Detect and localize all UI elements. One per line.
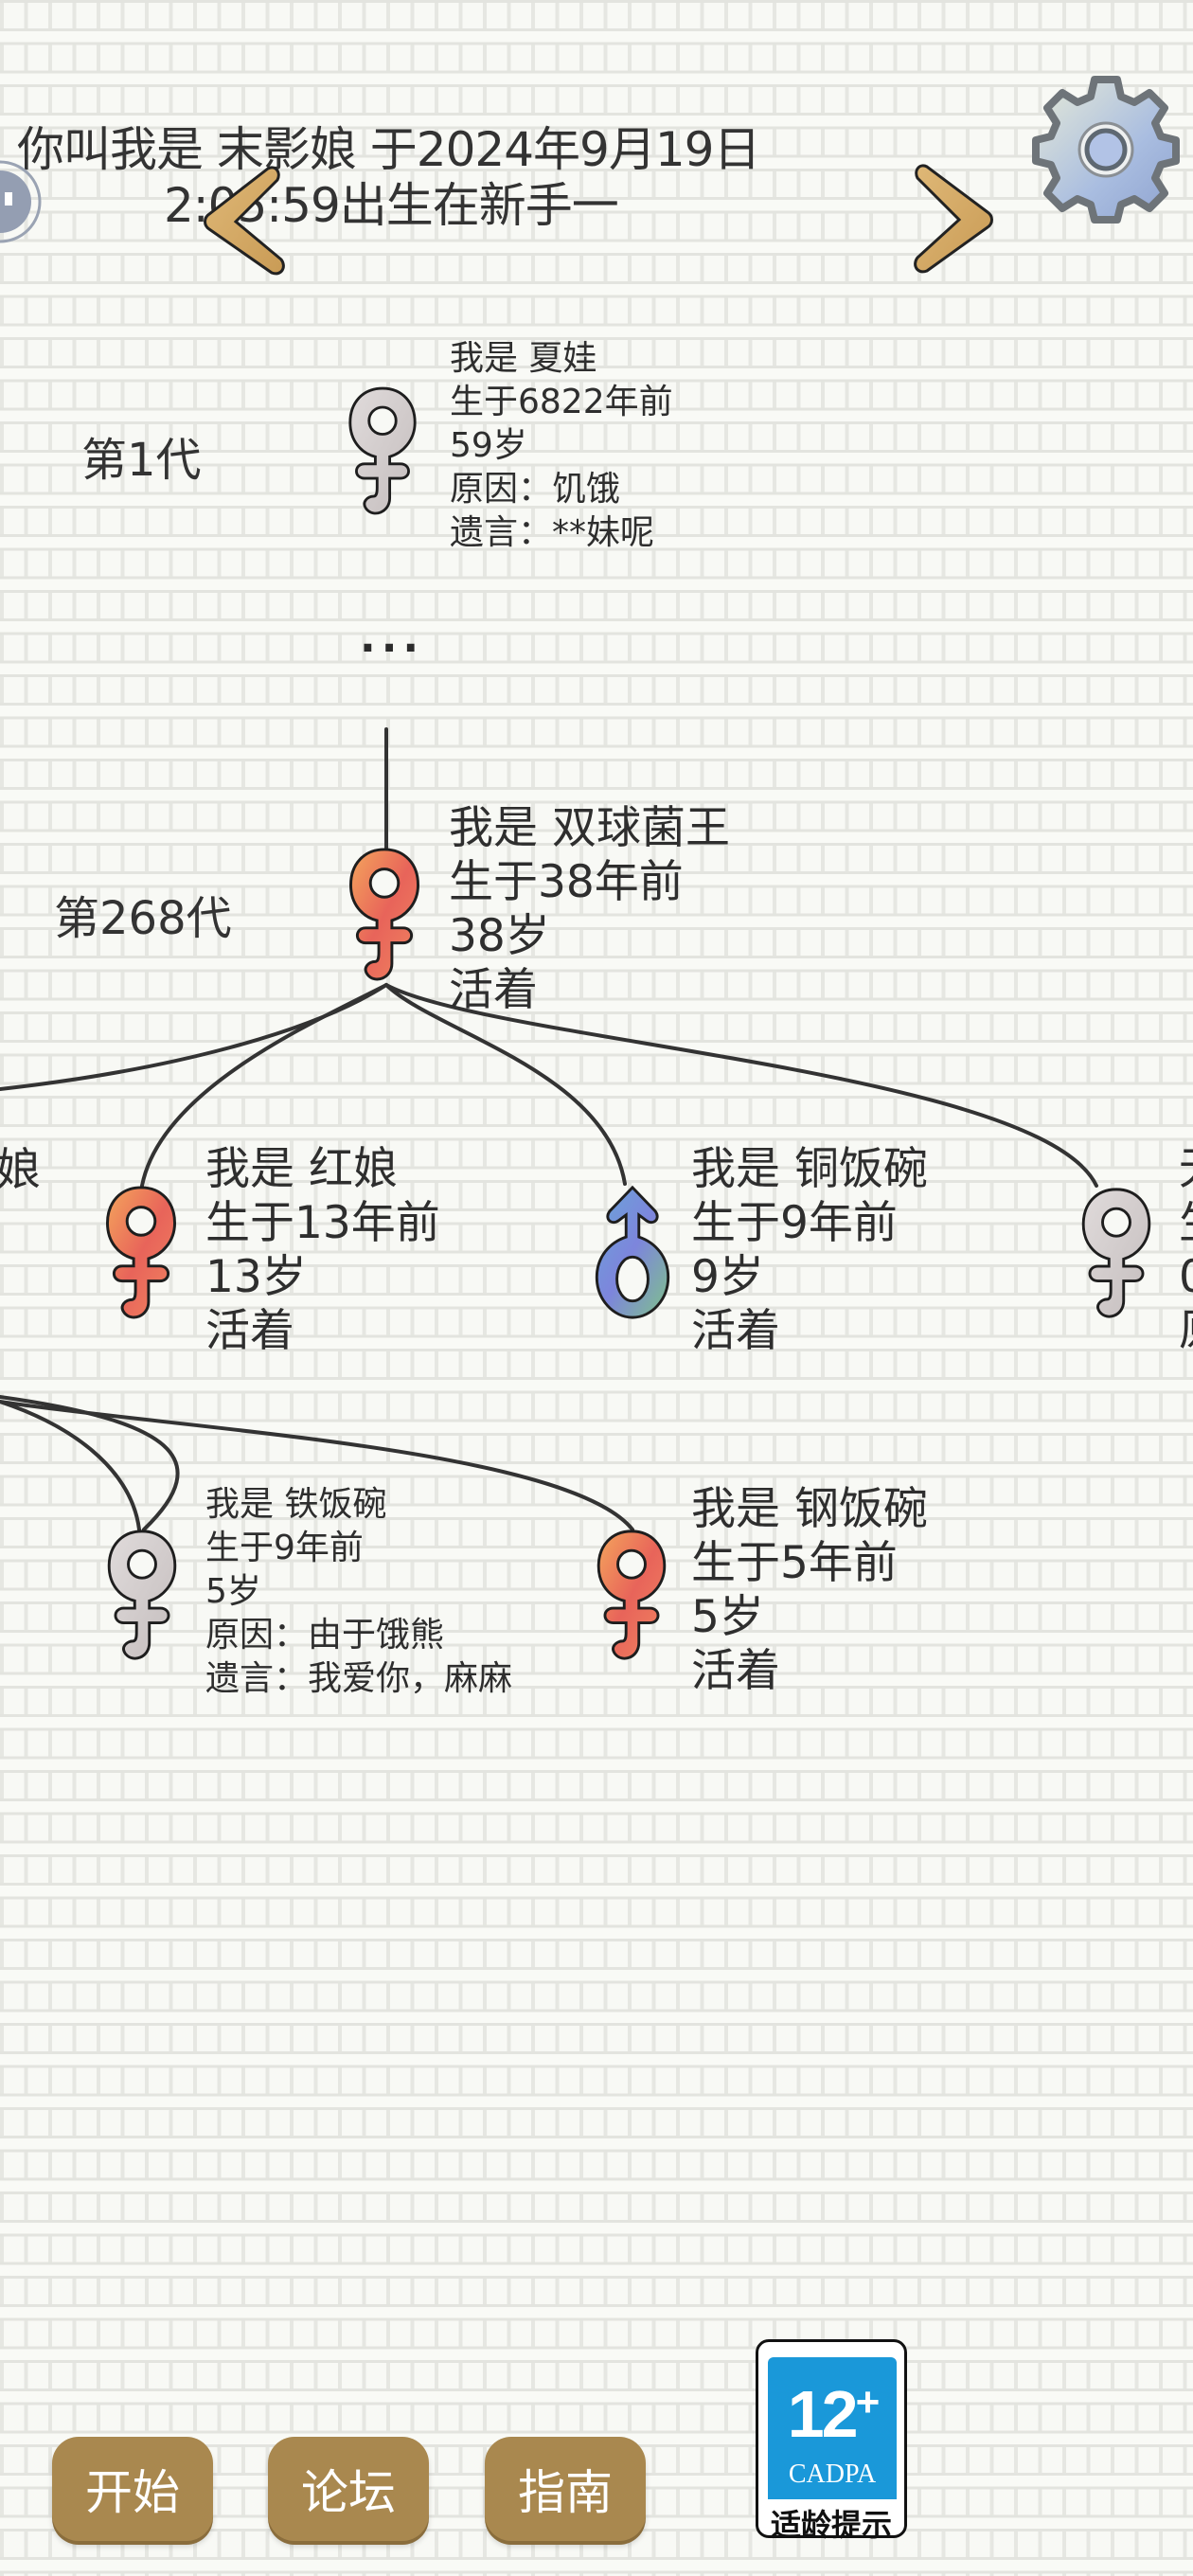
info-cause: 原因：由于饿熊 (205, 1616, 445, 1655)
info-status: 活着 (691, 1305, 780, 1357)
parent-node[interactable] (347, 846, 422, 990)
generations-ellipsis: ... (360, 614, 425, 662)
info-age: 9岁 (691, 1251, 764, 1303)
info-last-words: 遗言：**妹呢 (450, 513, 655, 552)
settings-button[interactable] (1030, 74, 1182, 225)
child-node[interactable] (590, 1184, 675, 1325)
info-name: 我是 钢饭碗 (691, 1483, 928, 1535)
info-birth: 生于5年前 (691, 1537, 898, 1589)
info-birth: 生于6822年前 (450, 383, 673, 421)
gear-icon (1032, 76, 1180, 224)
info-birth: 生于9年前 (691, 1197, 898, 1249)
age-plus: + (855, 2379, 881, 2425)
pause-button[interactable] (0, 159, 44, 244)
info-age: 5岁 (205, 1572, 261, 1611)
info-birth: 生 (1179, 1196, 1193, 1250)
info-cause: 原因：饥饿 (450, 470, 621, 509)
ancestor-info: 我是 夏娃 生于6822年前 59岁 原因：饥饿 遗言：**妹呢 (450, 337, 673, 555)
grandchild-node[interactable] (593, 1528, 670, 1669)
pause-icon (0, 160, 42, 243)
female-symbol-icon (105, 1186, 177, 1319)
child-node[interactable] (1076, 1186, 1157, 1327)
chevron-right-icon (914, 164, 993, 274)
info-birth: 生于38年前 (449, 856, 684, 908)
generation-label: 第1代 (81, 434, 202, 487)
female-symbol-icon (107, 1530, 177, 1660)
grandchild-info: 我是 钢饭碗 生于5年前 5岁 活着 (691, 1482, 928, 1698)
info-status: 活着 (449, 964, 538, 1016)
info-age: 5岁 (691, 1591, 764, 1643)
info-status: 活着 (205, 1305, 294, 1357)
child-info: 我是 红娘 生于13年前 13岁 活着 (205, 1142, 440, 1358)
previous-button[interactable] (194, 161, 294, 279)
forum-button[interactable]: 论坛 (268, 2437, 429, 2541)
ancestor-node[interactable] (347, 384, 418, 525)
start-button[interactable]: 开始 (52, 2437, 213, 2541)
female-symbol-icon (1081, 1188, 1151, 1318)
info-name: 我是 铁饭碗 (205, 1485, 387, 1524)
child-info: 我是 铜饭碗 生于9年前 9岁 活着 (691, 1142, 928, 1358)
info-age: 13岁 (205, 1251, 307, 1303)
child-partial-name: 娘 (0, 1144, 41, 1196)
grandchild-node[interactable] (104, 1528, 180, 1669)
info-birth: 生于13年前 (205, 1197, 440, 1249)
age-number: 12 (787, 2377, 859, 2451)
age-rating-caption: 适龄提示 (770, 2507, 892, 2543)
info-age: 38岁 (449, 910, 550, 962)
age-rating-value: 12+ (768, 2376, 897, 2452)
child-info-partial: 无 生 0 原 (1179, 1142, 1193, 1358)
info-name: 我是 红娘 (205, 1143, 398, 1195)
rating-org: CADPA (788, 2460, 877, 2489)
info-last-words: 遗言：我爱你，麻麻 (205, 1659, 513, 1698)
info-name: 无 (1179, 1142, 1193, 1196)
grandchild-info: 我是 铁饭碗 生于9年前 5岁 原因：由于饿熊 遗言：我爱你，麻麻 (205, 1483, 512, 1701)
info-age: 0 (1179, 1251, 1193, 1303)
male-symbol-icon (595, 1186, 670, 1319)
child-node[interactable] (102, 1184, 180, 1328)
female-symbol-icon (348, 386, 417, 515)
generation-label: 第268代 (54, 892, 232, 945)
info-cause: 原 (1179, 1304, 1193, 1358)
next-button[interactable] (904, 159, 1004, 277)
info-name: 我是 夏娃 (450, 339, 597, 378)
age-rating-badge[interactable]: 12+ CADPA 适龄提示 (756, 2339, 907, 2543)
age-rating-panel: 12+ CADPA (768, 2357, 897, 2499)
chevron-left-icon (204, 166, 285, 276)
info-name: 我是 铜饭碗 (691, 1143, 928, 1195)
parent-info: 我是 双球菌王 生于38年前 38岁 活着 (449, 801, 730, 1017)
info-status: 活着 (691, 1645, 780, 1697)
female-symbol-icon (348, 848, 420, 981)
info-age: 59岁 (450, 426, 527, 465)
info-name: 我是 双球菌王 (449, 802, 730, 854)
birth-info-line1: 你叫我是 末影娘 于2024年9月19日 (17, 122, 760, 177)
guide-button[interactable]: 指南 (485, 2437, 646, 2541)
female-symbol-icon (596, 1530, 667, 1660)
info-birth: 生于9年前 (205, 1529, 364, 1567)
